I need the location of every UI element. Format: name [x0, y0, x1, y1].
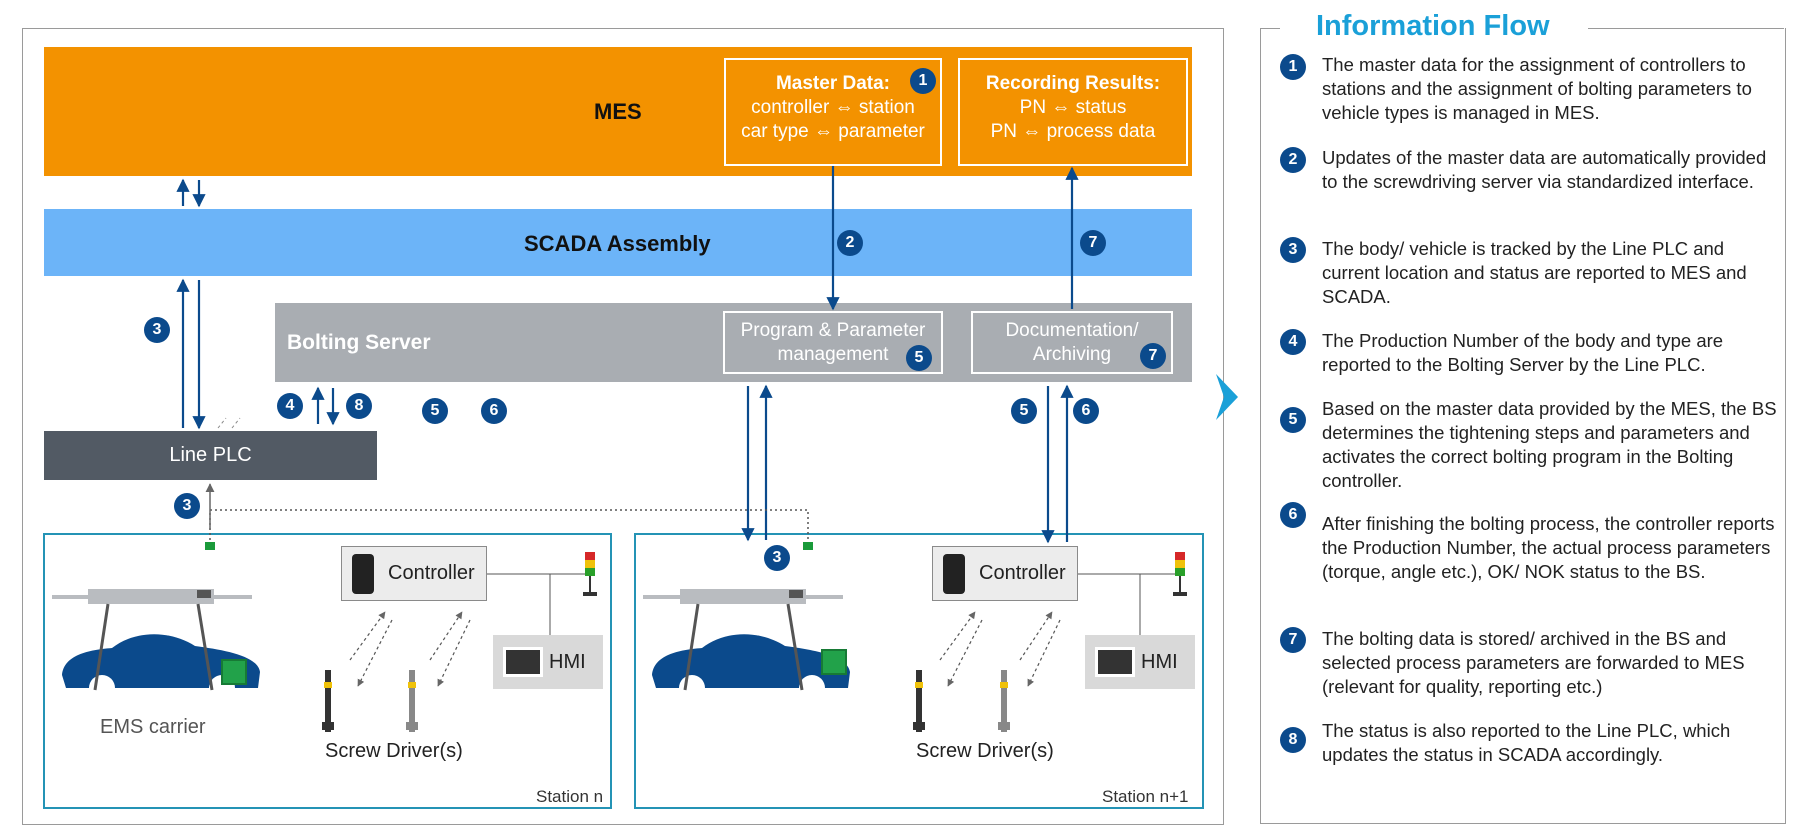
station-n — [43, 533, 612, 809]
badge-2: 2 — [837, 230, 863, 256]
program-parameter-box: Program & Parameter management — [723, 311, 943, 374]
badge-3: 3 — [174, 493, 200, 519]
recording-results-box: Recording Results: PN ⇔ status PN ⇔ proc… — [958, 58, 1188, 166]
info-item-8: The status is also reported to the Line … — [1322, 720, 1731, 765]
doc-line2: Archiving — [1032, 344, 1112, 365]
mes-label: MES — [594, 99, 642, 124]
info-panel — [1260, 28, 1786, 824]
badge-7: 7 — [1140, 343, 1166, 369]
badge-6: 6 — [481, 398, 507, 424]
program-line2: management — [777, 344, 889, 365]
controller-n-label: Controller — [388, 562, 475, 584]
screw-drivers-n-label: Screw Driver(s) — [325, 740, 463, 762]
hmi-icon — [503, 647, 543, 677]
badge-3: 3 — [144, 317, 170, 343]
master-data-line1: controller ⇔ station — [751, 97, 915, 118]
controller-n1: Controller — [932, 546, 1078, 601]
info-badge-7: 7 — [1280, 627, 1306, 653]
line-plc-label: Line PLC — [169, 444, 252, 466]
info-item-7: The bolting data is stored/ archived in … — [1322, 628, 1745, 697]
hmi-n1-label: HMI — [1141, 650, 1178, 673]
info-badge-2: 2 — [1280, 147, 1306, 173]
signal-light-n — [583, 552, 597, 596]
info-badge-3: 3 — [1280, 237, 1306, 263]
station-n-label: Station n — [536, 787, 604, 806]
info-item-5: Based on the master data provided by the… — [1322, 398, 1777, 491]
diagram-graphics — [52, 166, 1187, 732]
badge-4: 4 — [277, 393, 303, 419]
info-title: Information Flow — [1316, 10, 1550, 42]
diagram-frame — [22, 28, 1224, 825]
ems-carrier-car-n1 — [643, 589, 850, 701]
ems-carrier-label: EMS carrier — [100, 716, 206, 738]
documentation-box: Documentation/ Archiving — [971, 311, 1173, 374]
screw-driver-icons-n — [322, 670, 418, 732]
hmi-n-label: HMI — [549, 650, 586, 673]
recording-results-line2: PN ⇔ process data — [990, 121, 1156, 142]
info-badge-8: 8 — [1280, 727, 1306, 753]
chevron-right-icon — [1212, 372, 1242, 422]
mes-layer — [44, 47, 1192, 176]
hmi-n: HMI — [493, 635, 603, 689]
info-item-6: After finishing the bolting process, the… — [1322, 513, 1775, 582]
doc-line1: Documentation/ — [1005, 320, 1139, 341]
screw-drivers-n1-label: Screw Driver(s) — [916, 740, 1054, 762]
ems-carrier-car-n — [52, 589, 260, 701]
bolting-server-label: Bolting Server — [287, 331, 431, 354]
program-line1: Program & Parameter — [740, 320, 926, 341]
info-item-1: The master data for the assignment of co… — [1322, 54, 1752, 123]
badge-3: 3 — [764, 545, 790, 571]
hmi-icon — [1095, 647, 1135, 677]
info-item-3: The body/ vehicle is tracked by the Line… — [1322, 238, 1747, 307]
controller-icon — [352, 553, 374, 594]
scada-layer — [44, 209, 1192, 276]
screw-driver-icons-n1 — [913, 670, 1010, 732]
badge-5: 5 — [906, 345, 932, 371]
controller-n1-label: Controller — [979, 562, 1066, 584]
line-plc: Line PLC — [44, 431, 377, 480]
controller-n: Controller — [341, 546, 487, 601]
info-panel-top-left — [1260, 28, 1280, 29]
recording-results-line1: PN ⇔ status — [1019, 97, 1127, 118]
info-badge-4: 4 — [1280, 329, 1306, 355]
station-n1-label: Station n+1 — [1102, 787, 1189, 806]
info-item-4: The Production Number of the body and ty… — [1322, 330, 1724, 375]
info-badge-6: 6 — [1280, 502, 1306, 528]
master-data-title: Master Data: — [775, 73, 891, 94]
signal-light-n1 — [1173, 552, 1187, 596]
station-n1 — [634, 533, 1204, 809]
master-data-box: Master Data: controller ⇔ station car ty… — [724, 58, 942, 166]
recording-results-title: Recording Results: — [985, 73, 1161, 94]
master-data-line2: car type ⇔ parameter — [741, 121, 925, 142]
controller-icon — [943, 553, 965, 594]
info-panel-top-right — [1588, 28, 1784, 29]
bolting-server-layer — [275, 303, 1192, 382]
badge-6: 6 — [1073, 398, 1099, 424]
badge-1: 1 — [910, 68, 936, 94]
info-badge-5: 5 — [1280, 407, 1306, 433]
info-item-2: Updates of the master data are automatic… — [1322, 147, 1767, 192]
hmi-n1: HMI — [1085, 635, 1195, 689]
badge-5: 5 — [1011, 398, 1037, 424]
badge-5: 5 — [422, 398, 448, 424]
scada-label: SCADA Assembly — [524, 231, 711, 256]
info-badge-1: 1 — [1280, 54, 1306, 80]
badge-7: 7 — [1080, 230, 1106, 256]
badge-8: 8 — [346, 393, 372, 419]
